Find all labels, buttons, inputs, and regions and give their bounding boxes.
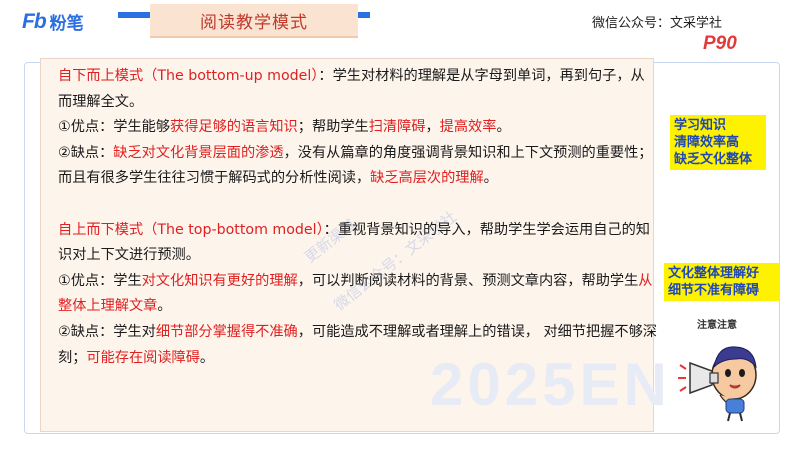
note-line: 细节不准有障碍 <box>668 283 760 298</box>
top-down-pro-end: 。 <box>157 298 172 315</box>
note-line: 文化整体理解好 <box>668 266 760 281</box>
bottom-up-con-mid: ，没有从篇章的角度强调背景知识和上下文预测的重要性；而且有很多学生往往习惯于解码… <box>58 144 653 187</box>
bottom-up-heading: 自下而上模式（The bottom-up model） <box>58 68 319 84</box>
content-panel <box>40 58 654 432</box>
top-down-con-1: 细节部分掌握得不准确 <box>155 323 298 340</box>
wechat-account-label: 微信公众号：文采学社 <box>592 16 723 31</box>
bottom-up-pro-mid: ；帮助学生 <box>297 119 369 136</box>
bottom-up-con-1: 缺乏对文化背景层面的渗透 <box>113 144 284 161</box>
top-down-cons: ②缺点：学生对细节部分掌握得不准确，可能造成不理解或者理解上的错误， 对细节把握… <box>58 320 658 371</box>
top-down-pro-mid: ，可以判断阅读材料的背景、预测文章内容，帮助学生 <box>297 272 639 289</box>
note-line: 清障效率高 <box>674 135 740 150</box>
top-down-con-end: 。 <box>199 349 215 366</box>
note-line: 缺乏文化整体 <box>674 152 753 167</box>
bottom-up-pro-prefix: ①优点：学生能够 <box>58 119 171 136</box>
logo-text: 粉笔 <box>49 14 84 34</box>
bottom-up-con-end: 。 <box>483 170 498 187</box>
page-number: P90 <box>703 33 737 54</box>
main-content: 自下而上模式（The bottom-up model）：学生对材料的理解是从字母… <box>58 64 658 371</box>
mascot-caption: 注意注意 <box>697 320 737 331</box>
bottom-up-pro-sep: ， <box>425 119 440 136</box>
top-bar: Fb 粉笔 阅读教学模式 微信公众号：文采学社 P90 <box>0 0 800 54</box>
note-line: 学习知识 <box>674 118 727 133</box>
top-down-con-2: 可能存在阅读障碍 <box>86 349 200 366</box>
bottom-up-pros: ①优点：学生能够获得足够的语言知识；帮助学生扫清障碍，提高效率。 <box>58 115 658 141</box>
top-down-definition: 自上而下模式（The top-bottom model）：重视背景知识的导入，帮… <box>58 218 658 269</box>
top-down-pro-2: 从整体上理解文章 <box>58 272 653 315</box>
bottom-up-pro-3: 提高效率 <box>439 119 497 136</box>
bottom-up-desc: ：学生对材料的理解是从字母到单词，再到句子，从而理解全文。 <box>58 68 645 110</box>
bottom-up-cons: ②缺点：缺乏对文化背景层面的渗透，没有从篇章的角度强调背景知识和上下文预测的重要… <box>58 141 658 192</box>
top-down-desc: ：重视背景知识的导入，帮助学生学会运用自己的知识对上下文进行预测。 <box>58 221 650 264</box>
bottom-up-pro-2: 扫清障碍 <box>368 119 426 136</box>
top-down-heading: 自上而下模式（The top-bottom model） <box>58 221 324 238</box>
megaphone-mascot-icon <box>678 346 757 422</box>
top-down-con-mid: ，可能造成不理解或者理解上的错误， 对细节把握不够深刻； <box>58 323 657 366</box>
note-bottom-up-summary: 学习知识 清障效率高 缺乏文化整体 <box>670 115 766 170</box>
top-down-pro-prefix: ①优点：学生 <box>58 272 142 289</box>
bottom-up-pro-1: 获得足够的语言知识 <box>170 119 298 136</box>
note-top-down-summary: 文化整体理解好 细节不准有障碍 <box>664 263 780 301</box>
bottom-up-con-2: 缺乏高层次的理解 <box>370 170 484 187</box>
top-down-pro-1: 对文化知识有更好的理解 <box>141 272 298 289</box>
fenbi-logo: Fb 粉笔 <box>22 9 84 35</box>
top-down-con-prefix: ②缺点：学生对 <box>58 323 156 340</box>
bottom-up-con-prefix: ②缺点： <box>58 144 114 161</box>
bottom-up-definition: 自下而上模式（The bottom-up model）：学生对材料的理解是从字母… <box>58 64 658 115</box>
page-title: 阅读教学模式 <box>200 12 308 33</box>
watermark-year: 2025EN <box>430 351 671 418</box>
top-down-pros: ①优点：学生对文化知识有更好的理解，可以判断阅读材料的背景、预测文章内容，帮助学… <box>58 269 658 320</box>
section-gap <box>58 192 658 218</box>
bottom-up-pro-end: 。 <box>496 119 511 136</box>
title-box: 阅读教学模式 <box>150 4 358 38</box>
logo-mark: Fb <box>22 9 47 33</box>
